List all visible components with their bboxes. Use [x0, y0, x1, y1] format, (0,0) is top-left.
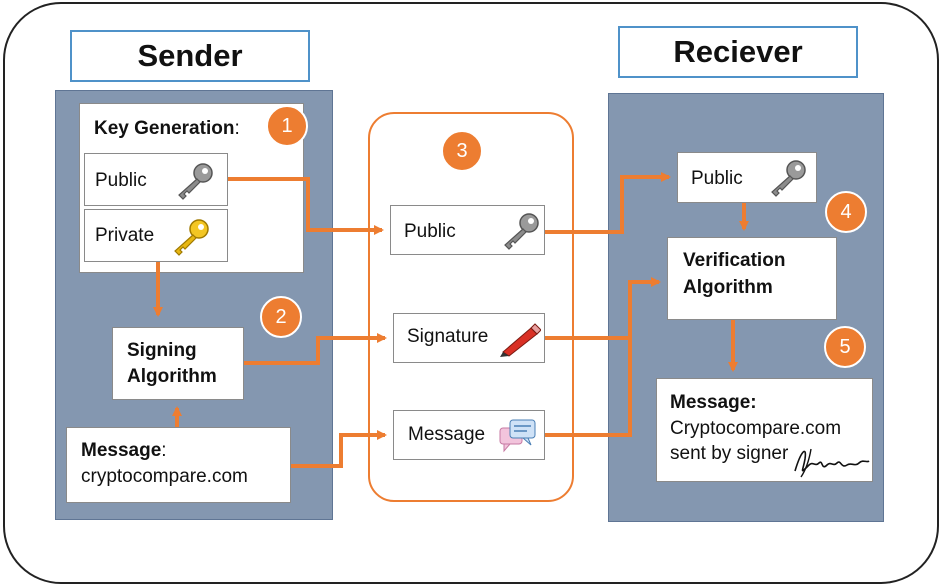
- sender-message-box: Message: cryptocompare.com: [66, 427, 291, 503]
- step-5-label: 5: [839, 335, 851, 358]
- step-badge-5: 5: [824, 326, 866, 368]
- verification-line1: Verification: [683, 250, 786, 271]
- sender-public-key-label: Public: [95, 170, 147, 191]
- sender-private-key-box: Private: [84, 209, 228, 262]
- channel-public-label: Public: [404, 221, 456, 242]
- key-generation-colon: :: [234, 118, 240, 139]
- key-generation-heading: Key Generation:: [94, 118, 240, 140]
- gold-key-icon: [174, 219, 209, 256]
- channel-public-key-box: Public: [390, 205, 545, 255]
- step-2-label: 2: [275, 305, 287, 328]
- step-badge-4: 4: [825, 191, 867, 233]
- channel-signature-box: Signature: [393, 313, 545, 363]
- verification-line2: Algorithm: [683, 277, 773, 298]
- receiver-message-line2: sent by signer: [670, 443, 789, 464]
- pencil-icon: [500, 323, 541, 357]
- channel-message-box: Message: [393, 410, 545, 460]
- sender-private-key-label: Private: [95, 225, 155, 246]
- diagram-frame: [3, 2, 939, 584]
- step-4-label: 4: [840, 200, 852, 223]
- signing-line1: Signing: [127, 340, 197, 361]
- sender-message-colon: :: [161, 440, 167, 461]
- step-3-label: 3: [456, 139, 468, 162]
- step-badge-3: 3: [441, 130, 483, 172]
- sender-title-text: Sender: [137, 38, 243, 73]
- verification-algorithm-box: Verification Algorithm: [667, 237, 837, 320]
- sender-message-heading: Message:: [81, 440, 167, 462]
- receiver-message-label: Message:: [670, 392, 757, 413]
- receiver-public-label: Public: [691, 168, 743, 189]
- channel-signature-label: Signature: [407, 326, 489, 347]
- receiver-title: Reciever: [618, 26, 858, 78]
- step-badge-2: 2: [260, 296, 302, 338]
- gray-key-icon: [771, 160, 806, 197]
- key-generation-label: Key Generation: [94, 118, 235, 139]
- gray-key-icon: [178, 163, 213, 200]
- sender-title: Sender: [70, 30, 310, 82]
- sender-message-label: Message: [81, 440, 162, 461]
- step-badge-1: 1: [266, 105, 308, 147]
- sender-message-value: cryptocompare.com: [81, 466, 248, 487]
- signing-line2: Algorithm: [127, 366, 217, 387]
- receiver-public-key-box: Public: [677, 152, 817, 203]
- receiver-title-text: Reciever: [673, 34, 803, 69]
- signing-algorithm-box: Signing Algorithm: [112, 327, 244, 400]
- receiver-message-box: Message: Cryptocompare.com sent by signe…: [656, 378, 873, 482]
- gray-key-icon: [504, 213, 539, 250]
- step-1-label: 1: [281, 114, 293, 137]
- chat-bubbles-icon: [499, 419, 536, 453]
- channel-message-label: Message: [408, 424, 486, 445]
- sender-public-key-box: Public: [84, 153, 228, 206]
- receiver-message-line1: Cryptocompare.com: [670, 418, 842, 439]
- handwritten-signature: [794, 448, 870, 478]
